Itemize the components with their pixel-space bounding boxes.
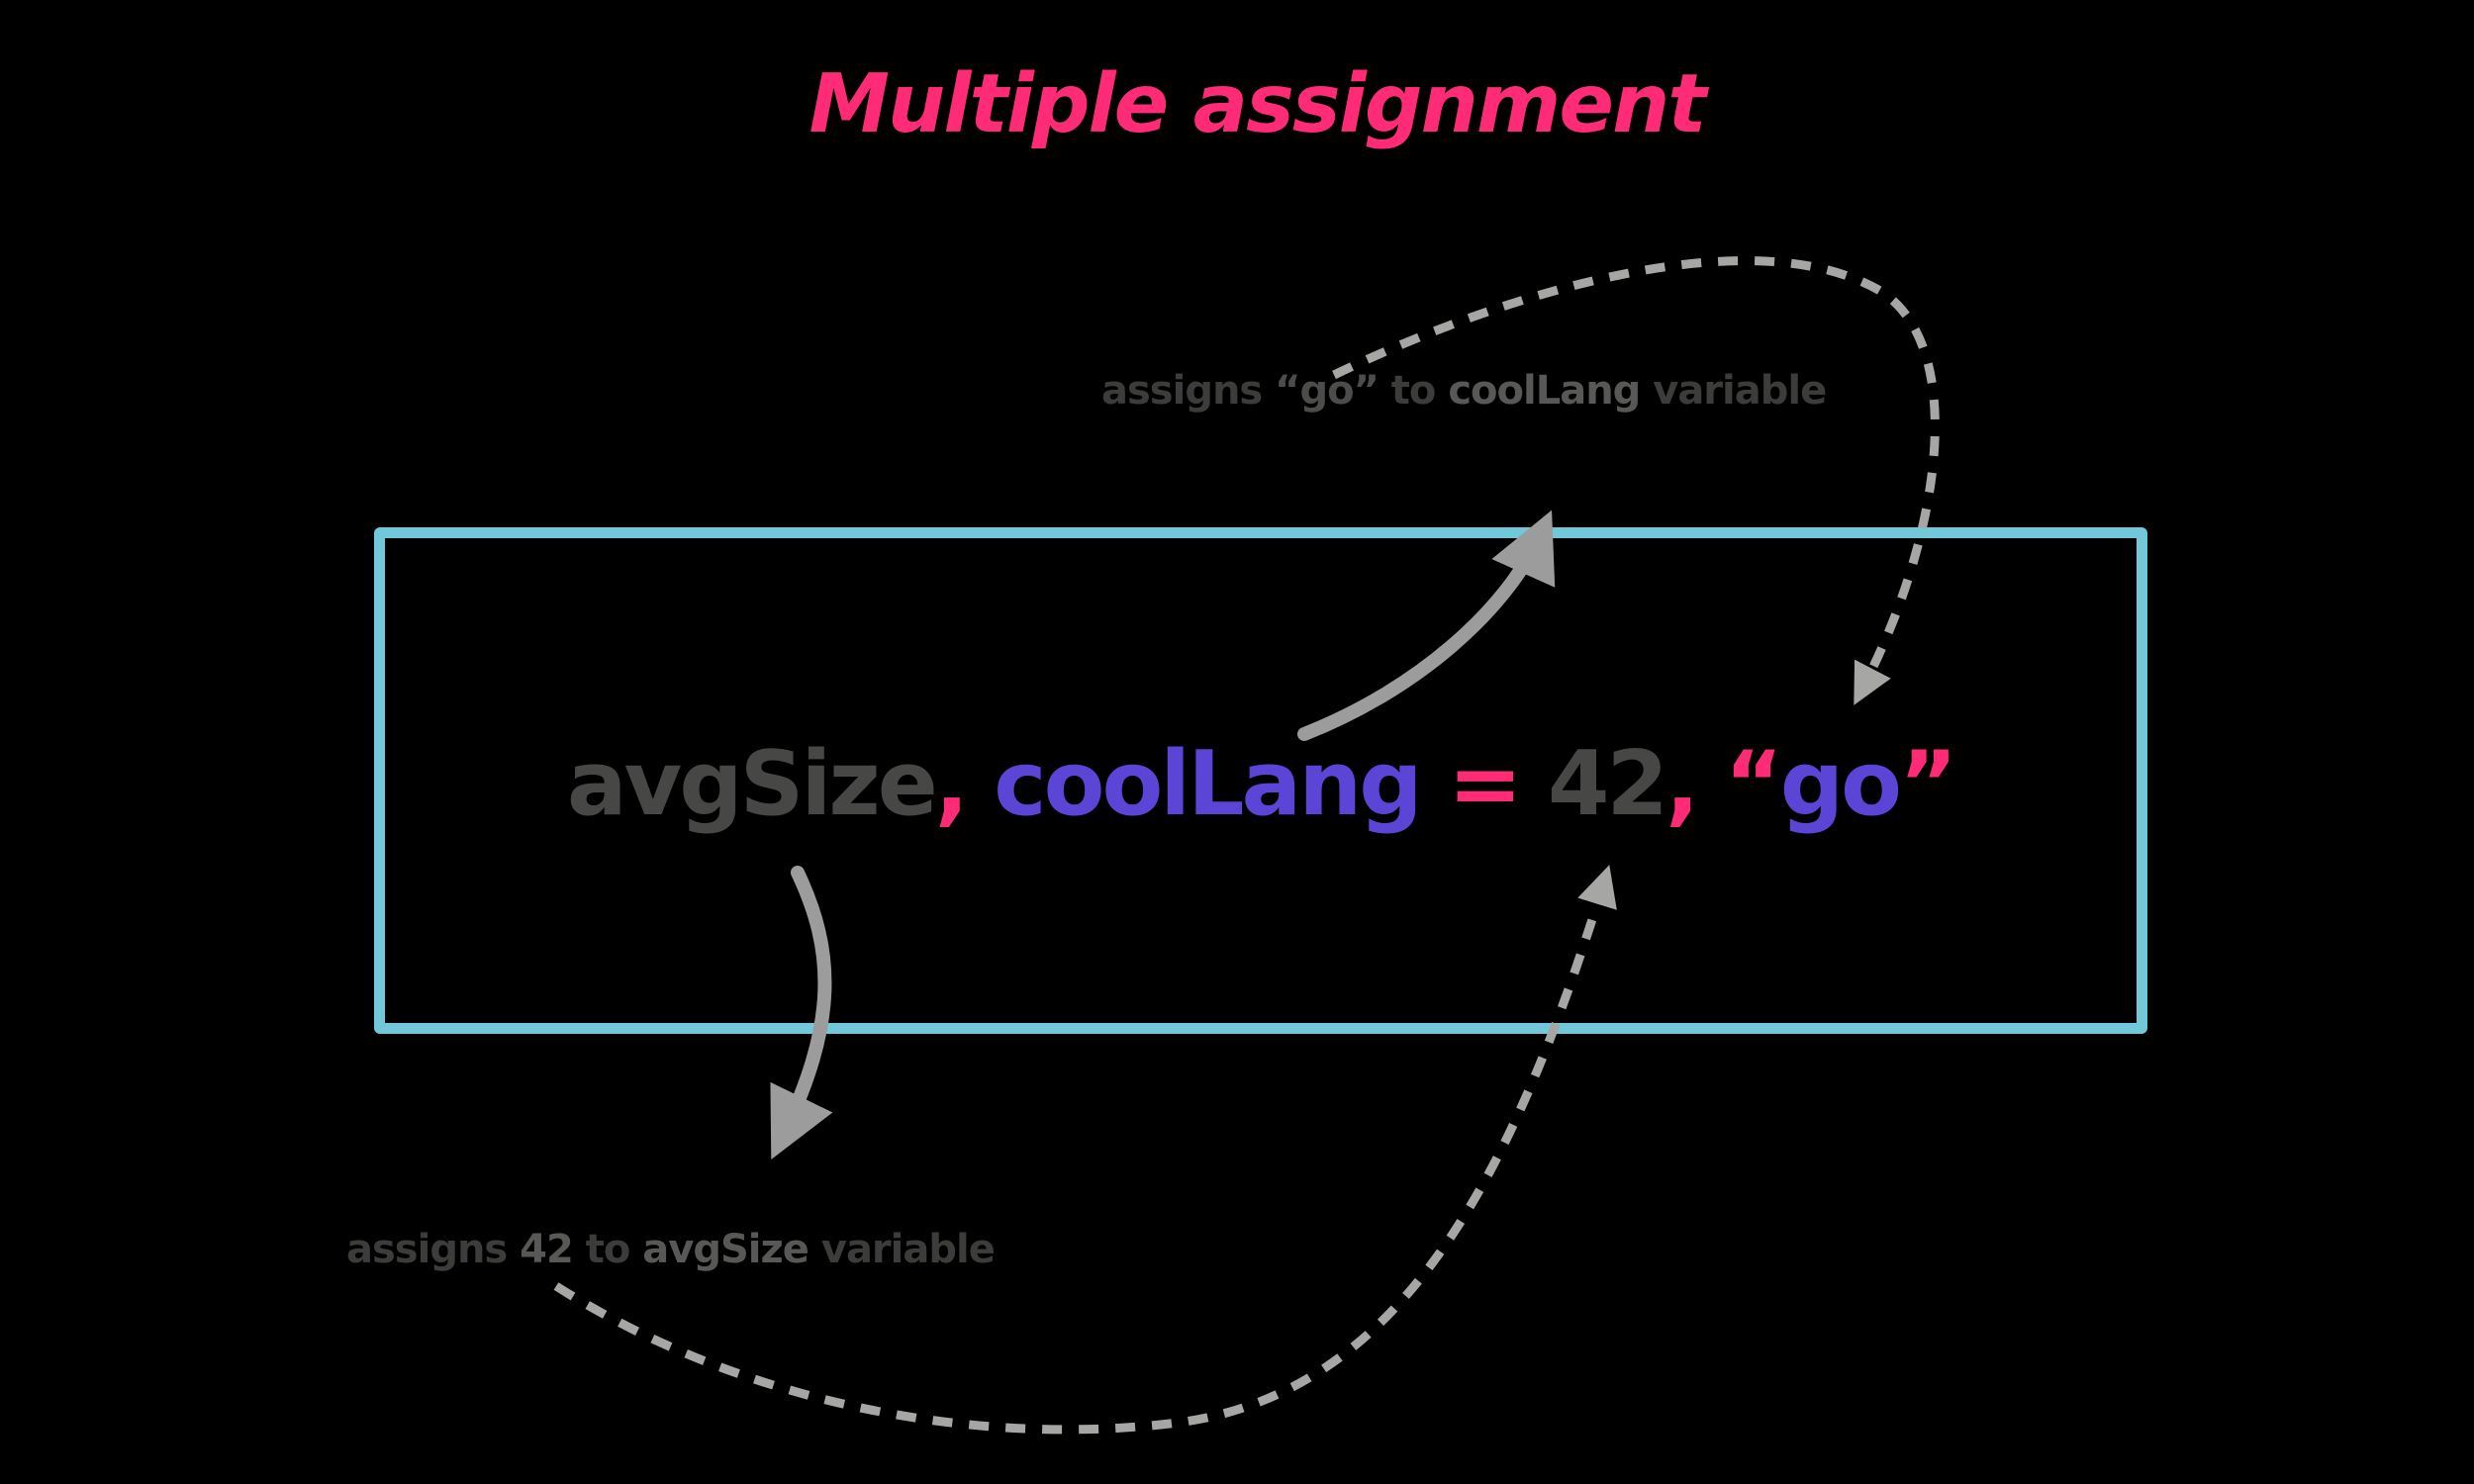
code-token-comma-2: , (1665, 731, 1699, 836)
code-token-go: go (1779, 731, 1902, 836)
code-token-comma-1: , (934, 731, 969, 836)
word-to: to (572, 1227, 643, 1272)
code-token-avgsize: avgSize (566, 731, 938, 836)
annotation-coollang-assignment: assigns “go” to coolLang variable (1101, 368, 1827, 414)
annotation-avgsize-assignment: assigns 42 to avgSize variable (346, 1227, 996, 1272)
word-42: 42 (520, 1227, 574, 1272)
code-statement: avgSize, coolLang = 42, “go” (566, 726, 1957, 836)
page-title: Multiple assignment (809, 57, 1706, 151)
code-box: avgSize, coolLang = 42, “go” (374, 527, 2147, 1034)
code-token-equals: = (1419, 731, 1548, 836)
word-variable: variable (808, 1227, 996, 1272)
code-token-open-quote: “ (1696, 731, 1783, 836)
code-token-42: 42 (1547, 731, 1668, 836)
word-go-quoted: “go” (1275, 368, 1380, 414)
code-token-close-quote: ” (1899, 731, 1957, 836)
code-token-coollang: coolLang (965, 731, 1422, 836)
word-avgsize: avgSize (642, 1227, 809, 1272)
word-variable: variable (1640, 368, 1827, 414)
word-coollang: coolLang (1448, 368, 1641, 414)
word-assigns: assigns (346, 1227, 521, 1272)
word-assigns: assigns (1101, 368, 1276, 414)
word-to: to (1378, 368, 1449, 414)
